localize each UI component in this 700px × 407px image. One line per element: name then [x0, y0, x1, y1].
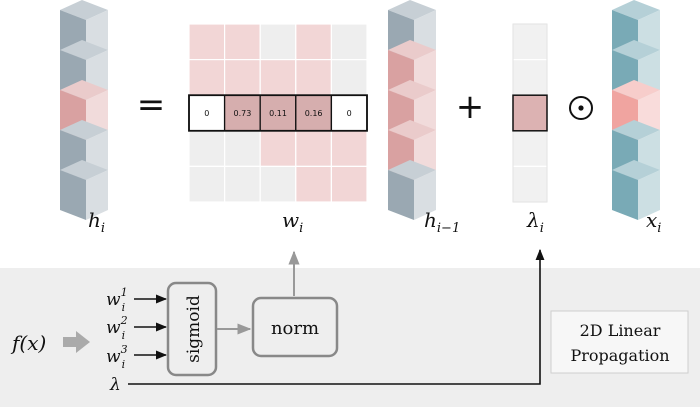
matrix-cell [259, 58, 297, 96]
method-label-line2: Propagation [570, 346, 669, 365]
hadamard-operator [569, 96, 593, 120]
matrix-cell [330, 58, 368, 96]
lambda-cell [512, 58, 548, 96]
label-h-i: hi [88, 208, 105, 236]
fx-arrow-icon [63, 331, 90, 353]
matrix-cell [295, 23, 332, 61]
matrix-cell [224, 58, 261, 96]
weights-row: 0 0.73 0.11 0.16 0 [188, 94, 368, 132]
x-i-column [612, 0, 660, 220]
sigmoid-box [166, 281, 218, 377]
matrix-cell [330, 165, 368, 203]
matrix-cell [295, 58, 332, 96]
lambda-arrow [128, 248, 545, 385]
lambda-cell [512, 165, 548, 203]
matrix-cell [330, 23, 368, 61]
sigmoid-label: sigmoid [184, 295, 204, 363]
lambda-active-cell [512, 94, 548, 132]
matrix-cell [295, 130, 332, 168]
cube-block [612, 0, 660, 60]
matrix-cell [224, 130, 261, 168]
h-i-column [60, 0, 108, 220]
norm-box [251, 296, 339, 358]
weight-cell [295, 94, 333, 132]
label-w-i: wi [282, 208, 303, 236]
input-lambda: λ [109, 375, 121, 395]
matrix-cell [259, 165, 297, 203]
weight-matrix [188, 23, 368, 203]
label-x-i: xi [646, 208, 661, 236]
lambda-cell [512, 130, 548, 168]
weight-value: 0 [204, 109, 209, 118]
cube-block [612, 160, 660, 220]
weight-value: 0.73 [233, 109, 251, 118]
weight-value: 0.16 [305, 109, 323, 118]
matrix-cell [188, 165, 226, 203]
lambda-cell [512, 23, 548, 61]
matrix-cell [330, 130, 368, 168]
weight-value: 0.11 [269, 109, 287, 118]
matrix-cell [188, 23, 226, 61]
method-label-box [550, 310, 689, 374]
cube-block [60, 160, 108, 220]
method-label-line1: 2D Linear [580, 321, 661, 340]
matrix-cell [224, 165, 261, 203]
weight-value: 0 [347, 109, 352, 118]
label-h-prev: hi−1 [424, 208, 460, 236]
matrix-cell [188, 58, 226, 96]
label-lambda-i: λi [526, 208, 544, 236]
h-prev-column [388, 0, 436, 220]
matrix-cell [259, 130, 297, 168]
fx-label: f(x) [10, 331, 46, 355]
matrix-cell [295, 165, 332, 203]
lambda-column [512, 23, 548, 203]
matrix-cell [188, 130, 226, 168]
norm-label: norm [271, 318, 319, 339]
matrix-cell [224, 23, 261, 61]
matrix-cell [259, 23, 297, 61]
cube-block [388, 160, 436, 220]
equals-sign: = [137, 85, 166, 125]
plus-sign: + [456, 87, 485, 127]
